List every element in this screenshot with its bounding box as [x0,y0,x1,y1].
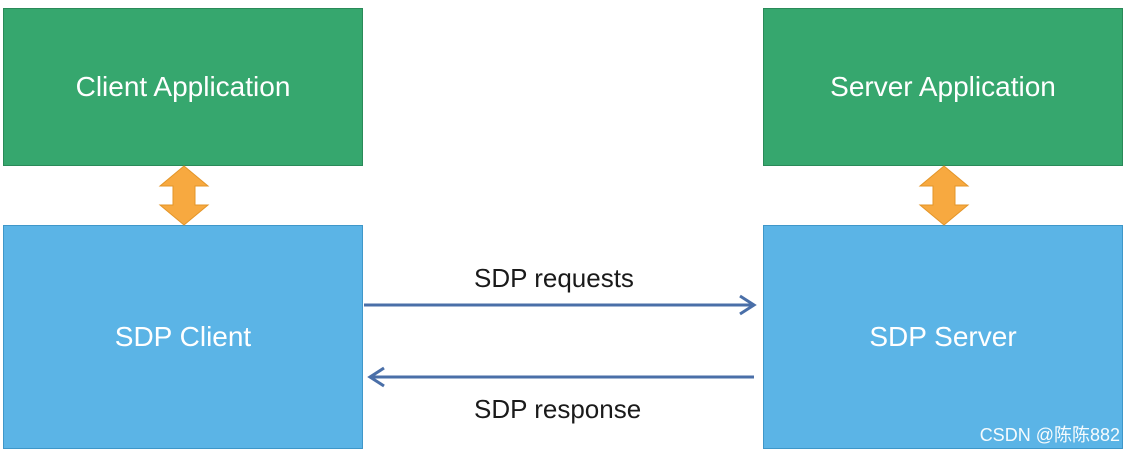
server-application-label: Server Application [830,71,1056,102]
client-double-arrow-icon [158,165,210,226]
sdp-client-box: SDP Client [3,225,363,449]
requests-label: SDP requests [474,263,634,293]
server-application-box: Server Application [763,8,1123,166]
sdp-client-label: SDP Client [114,321,252,352]
client-application-label: Client Application [75,71,291,102]
response-arrow [367,366,754,388]
server-double-arrow-icon [918,165,970,226]
sdp-server-label: SDP Server [869,321,1017,352]
watermark-text: CSDN @陈陈882 [979,425,1120,445]
sdp-server-box: SDP Server [763,225,1123,449]
requests-arrow [364,294,757,316]
response-label: SDP response [474,394,642,424]
client-application-box: Client Application [3,8,363,166]
